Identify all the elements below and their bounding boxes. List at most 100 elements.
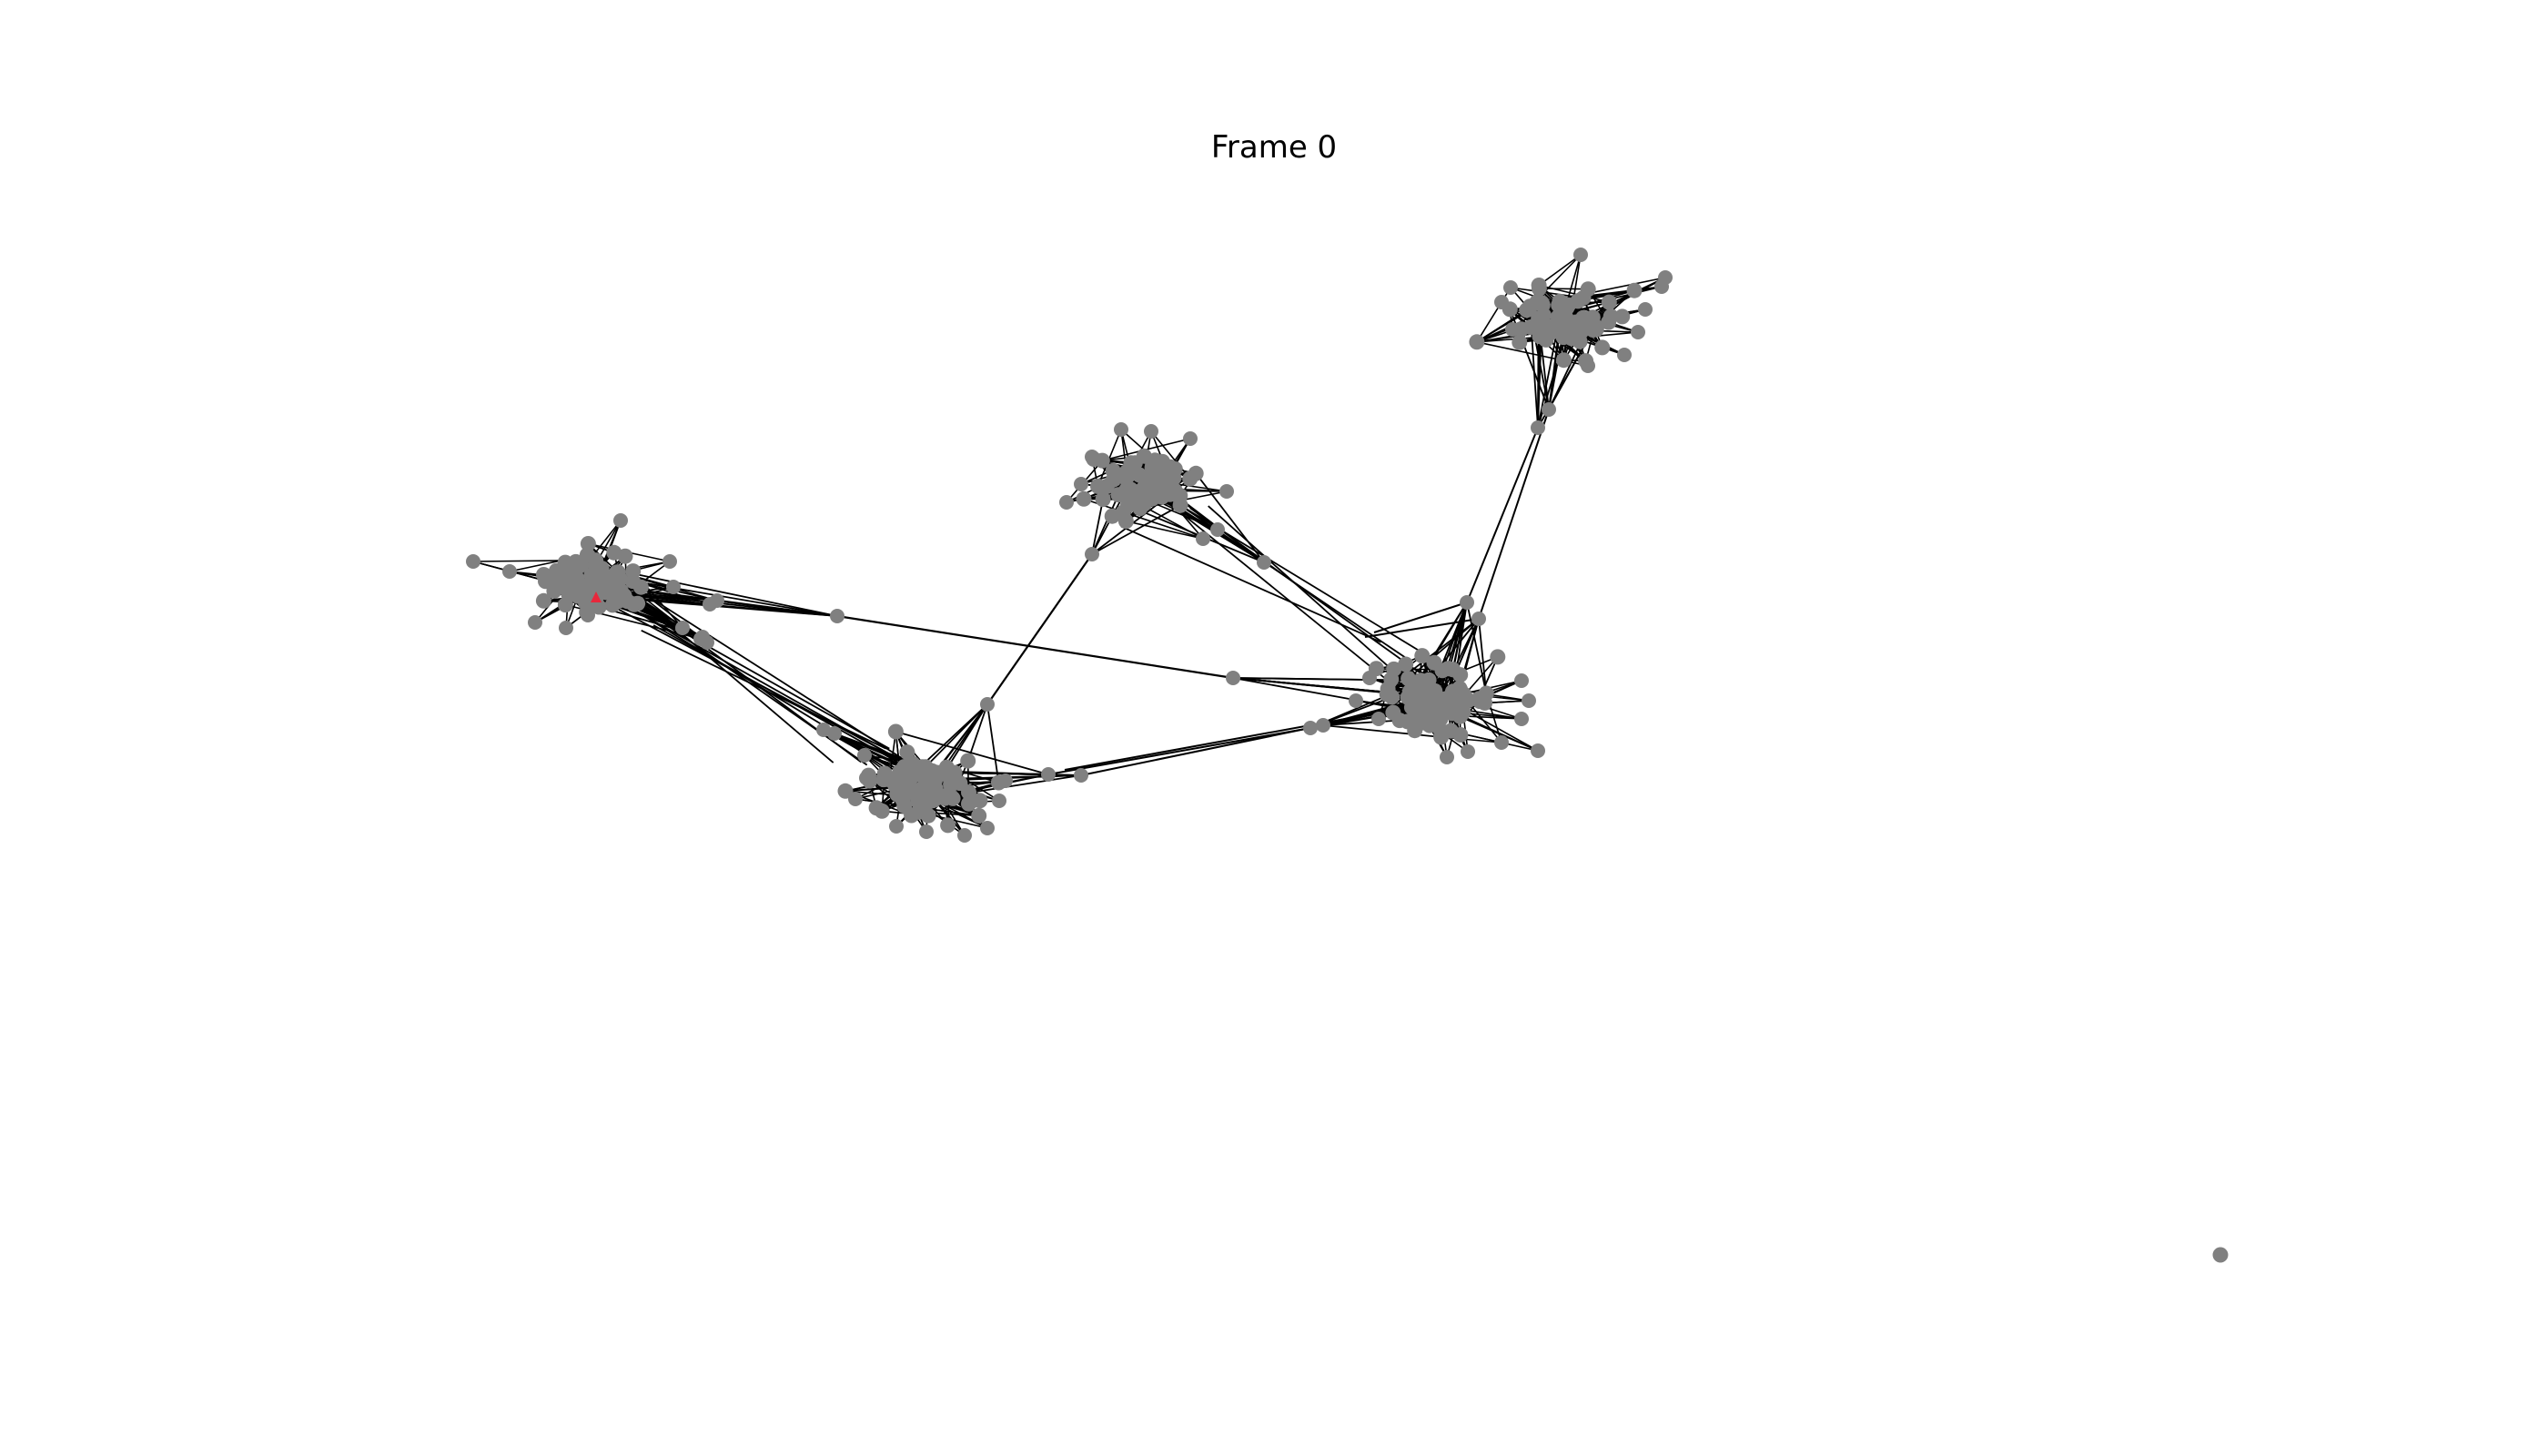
graph-node [1414,714,1431,731]
graph-node [1371,712,1386,726]
graph-node [1398,656,1414,672]
graph-node [903,763,919,779]
outlier-edge [1126,520,1204,540]
graph-node [971,807,987,824]
graph-node [922,772,938,788]
graph-node [911,804,926,820]
inter-cluster-edge [1195,472,1265,563]
inter-cluster-edge [1445,602,1468,700]
bridge-node [1074,768,1088,783]
inter-cluster-edge [836,614,1234,680]
inter-cluster-edge [1466,427,1539,603]
graph-node [857,748,872,763]
graph-node [896,798,913,814]
outlier-edge [1150,430,1191,480]
inter-cluster-edge [1047,727,1311,775]
graph-node [1626,282,1643,298]
graph-node [564,556,581,572]
highlight-layer [591,592,602,602]
inter-cluster-edge [1208,505,1398,675]
graph-node [875,772,892,788]
graph-node [610,593,626,610]
inter-cluster-edge [1080,724,1324,776]
graph-node [1552,293,1568,309]
graph-node [1552,315,1569,331]
outlier-edge [1538,254,1582,287]
graph-node [581,608,595,622]
bridge-node [1257,555,1271,570]
graph-node [1451,680,1468,696]
graph-node [1452,667,1469,683]
graph-node [1603,308,1619,325]
graph-node [1196,531,1210,546]
graph-node [613,513,628,528]
graph-node [889,819,904,834]
graph-node [1059,495,1074,510]
graph-node [535,592,551,609]
edge-layer [472,254,1666,836]
inter-cluster-edge [1373,602,1468,633]
graph-node [837,783,854,799]
bridge-node [1226,671,1240,685]
bridge-node [1460,595,1474,610]
graph-node [1074,477,1088,491]
graph-node [466,554,480,569]
graph-node [1440,661,1456,677]
graph-node [1555,352,1572,369]
graph-node [1095,491,1111,508]
bridge-node [1542,402,1556,417]
graph-node [569,586,584,602]
graph-node [1440,750,1454,764]
graph-node [941,786,957,802]
graph-node [1477,694,1493,711]
graph-node [1098,478,1115,494]
inter-cluster-edge [1120,525,1381,643]
graph-node [899,744,915,761]
graph-node [1494,735,1509,750]
inter-cluster-edge [1309,681,1421,729]
graph-node [1146,460,1162,476]
graph-node [1654,279,1669,294]
graph-node [1522,693,1536,708]
graph-node [1614,308,1631,325]
graph-node [940,817,956,834]
graph-node [1588,321,1604,338]
bridge-node [1303,721,1318,735]
graph-node [1172,497,1188,513]
graph-node [1512,334,1528,350]
graph-node [549,562,564,579]
graph-node [964,793,979,809]
graph-node [1219,484,1234,499]
graph-node [1564,328,1581,344]
graph-node [921,784,937,800]
inter-cluster-edge [1364,618,1480,638]
bridge-node [1531,420,1545,435]
graph-node [887,723,904,740]
graph-node [917,759,934,775]
graph-node [626,596,642,612]
graph-node [1153,481,1169,498]
inter-cluster-edge [1322,719,1400,726]
isolated-node [2212,1247,2229,1263]
bridge-node [1471,612,1486,626]
graph-node [957,828,972,843]
graph-node [919,824,934,839]
graph-node [528,615,542,630]
inter-cluster-edge [966,703,988,762]
inter-cluster-edge [1091,499,1104,555]
graph-node [895,775,912,792]
graph-node [1136,448,1152,464]
inter-cluster-edge [1478,618,1488,694]
graph-node [1114,468,1130,484]
graph-node [606,544,622,561]
graph-node [1494,295,1509,309]
graph-node [1447,697,1463,713]
graph-node [591,599,607,615]
bridge-node [1041,767,1056,782]
inter-cluster-edge [986,703,1000,784]
graph-node [848,792,863,806]
graph-node [594,578,611,594]
graph-node [1128,490,1145,507]
graph-node [568,573,584,590]
